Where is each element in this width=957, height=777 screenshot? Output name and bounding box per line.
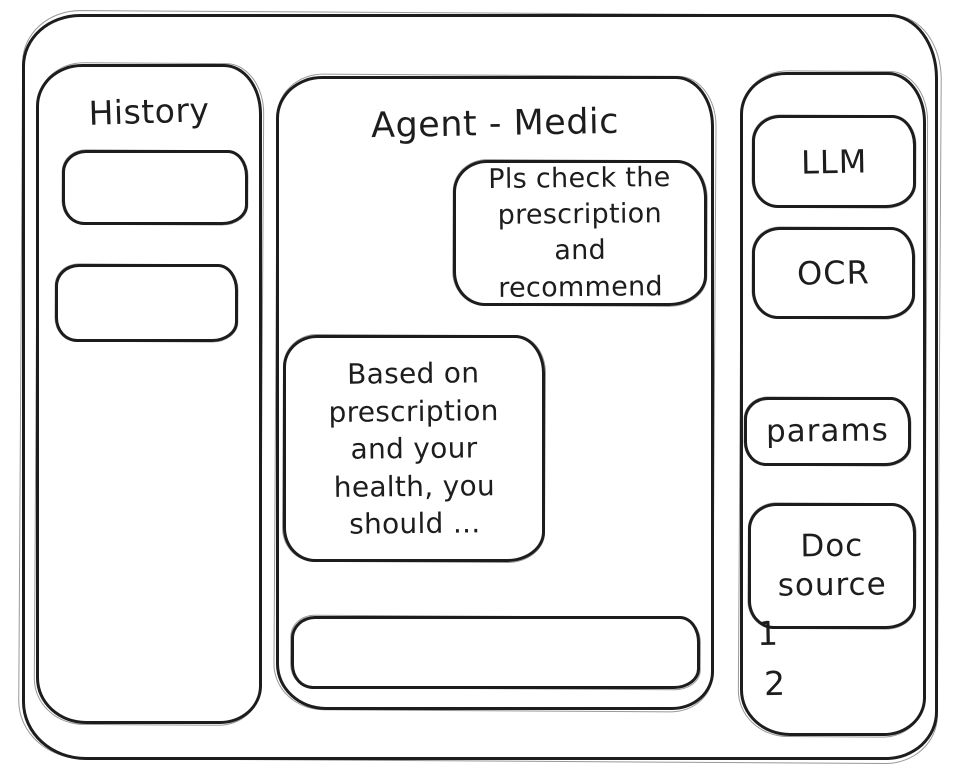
chat-panel-title: Agent - Medic xyxy=(370,101,620,147)
ocr-button[interactable]: OCR xyxy=(752,227,915,319)
llm-button[interactable]: LLM xyxy=(752,115,916,208)
chat-input-box[interactable] xyxy=(291,616,700,689)
doc-source-button-label: Doc source xyxy=(777,527,887,604)
ocr-button-label: OCR xyxy=(796,253,871,293)
doc-source-list-item[interactable]: 1 xyxy=(756,613,779,654)
agent-message-bubble: Based on prescription and your health, y… xyxy=(283,335,545,562)
params-button[interactable]: params xyxy=(744,397,911,466)
history-panel-title: History xyxy=(87,90,211,133)
doc-source-button[interactable]: Doc source xyxy=(748,503,916,629)
chat-input[interactable] xyxy=(294,619,697,686)
history-item[interactable] xyxy=(55,264,238,342)
llm-button-label: LLM xyxy=(800,141,868,182)
params-button-label: params xyxy=(765,412,890,450)
doc-source-list-item[interactable]: 2 xyxy=(763,663,786,704)
user-message-bubble: Pls check the prescription and recommend xyxy=(453,160,707,306)
history-item[interactable] xyxy=(62,150,248,225)
agent-message-text: Based on prescription and your health, y… xyxy=(328,356,499,541)
user-message-text: Pls check the prescription and recommend xyxy=(488,161,671,304)
